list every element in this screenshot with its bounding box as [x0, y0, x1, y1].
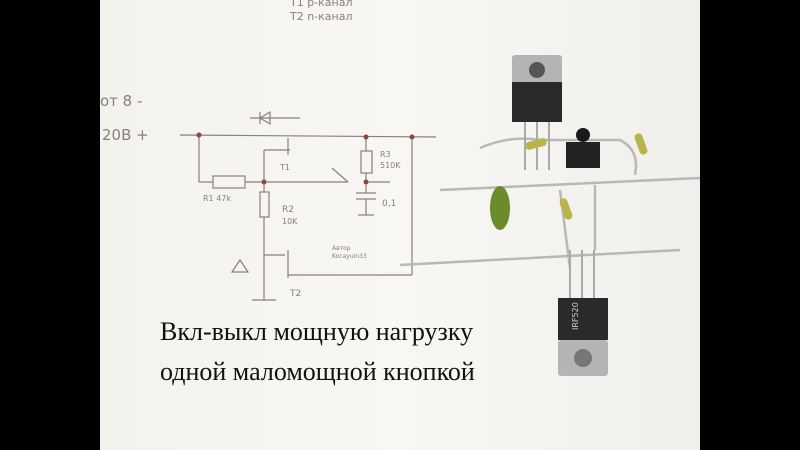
caption-line-1: Вкл-выкл мощную нагрузку [160, 317, 474, 346]
c1-label: 0,1 [382, 199, 396, 209]
author-line-2: Kocayuin33 [332, 253, 367, 260]
resistor [525, 138, 547, 150]
circuit-assembly: IRF520 [399, 55, 700, 376]
author-line-1: Автор [332, 245, 351, 252]
t1-label: T1 [279, 163, 290, 172]
supply-label-1: от 8 - [100, 92, 142, 110]
r1-label: R1 47k [203, 194, 231, 203]
supply-label-2: 20В + [102, 126, 149, 144]
caption-line-2: одной маломощной кнопкой [160, 357, 475, 386]
top-transistor [512, 55, 562, 170]
legend-t2: T2 n-канал [289, 10, 353, 23]
r2-value: 10K [282, 217, 298, 226]
resistor [559, 198, 573, 220]
caption: Вкл-выкл мощную нагрузку одной маломощно… [160, 312, 520, 392]
t2-label: T2 [289, 289, 301, 299]
bottom-transistor: IRF520 [558, 250, 608, 376]
resistor [634, 133, 648, 155]
transistor-marking: IRF520 [571, 302, 580, 330]
push-button [566, 128, 600, 168]
r3-value: 510K [380, 161, 401, 170]
r2-label: R2 [282, 205, 294, 215]
thumbnail-photo: T1 p-канал T2 n-канал от 8 - 20В + R1 47… [100, 0, 700, 450]
capacitor [490, 186, 510, 230]
legend-t1: T1 p-канал [289, 0, 353, 9]
schematic-drawing: T1 p-канал T2 n-канал от 8 - 20В + R1 47… [100, 0, 700, 376]
r3-label: R3 [380, 150, 391, 159]
